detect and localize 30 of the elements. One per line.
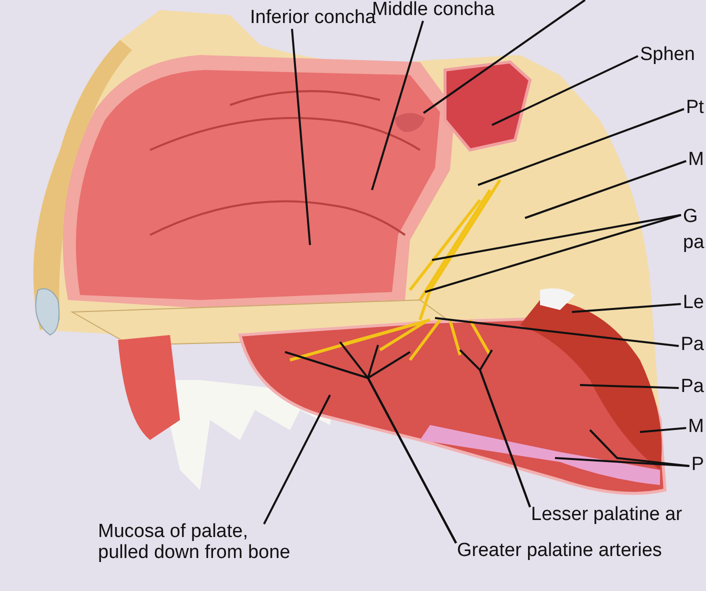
callout-label: M <box>688 150 704 171</box>
callout-label: G pa <box>683 204 704 256</box>
callout-label: M <box>688 417 704 438</box>
leader-line <box>371 20 424 190</box>
leader-line <box>554 457 690 467</box>
leader-line <box>580 384 679 389</box>
callout-label: Le <box>682 293 704 314</box>
leader-line <box>572 303 681 313</box>
callout-label: Pa <box>680 377 704 398</box>
leader-line <box>492 55 638 126</box>
leader-line <box>589 429 690 467</box>
callout-label: Inferior concha <box>250 8 376 29</box>
concha-fold <box>395 113 425 132</box>
callout-label: Pt <box>686 98 704 119</box>
leader-line <box>524 160 686 219</box>
leader-line <box>478 349 531 508</box>
leader-line <box>424 214 682 293</box>
leader-line <box>432 214 682 261</box>
callout-label: P <box>691 455 704 476</box>
leader-line <box>263 394 331 524</box>
callout-label: Greater palatine arteries <box>457 541 662 562</box>
leader-line <box>478 108 684 186</box>
leader-line <box>434 317 679 347</box>
leader-line <box>291 28 311 246</box>
callout-label: Sphen <box>640 45 695 66</box>
leader-line <box>640 427 686 433</box>
leader-line <box>423 0 586 114</box>
callout-label: Mucosa of palate, pulled down from bone <box>98 522 303 564</box>
callout-label: Pa <box>680 335 704 356</box>
callout-label: Lesser palatine ar <box>531 505 682 526</box>
